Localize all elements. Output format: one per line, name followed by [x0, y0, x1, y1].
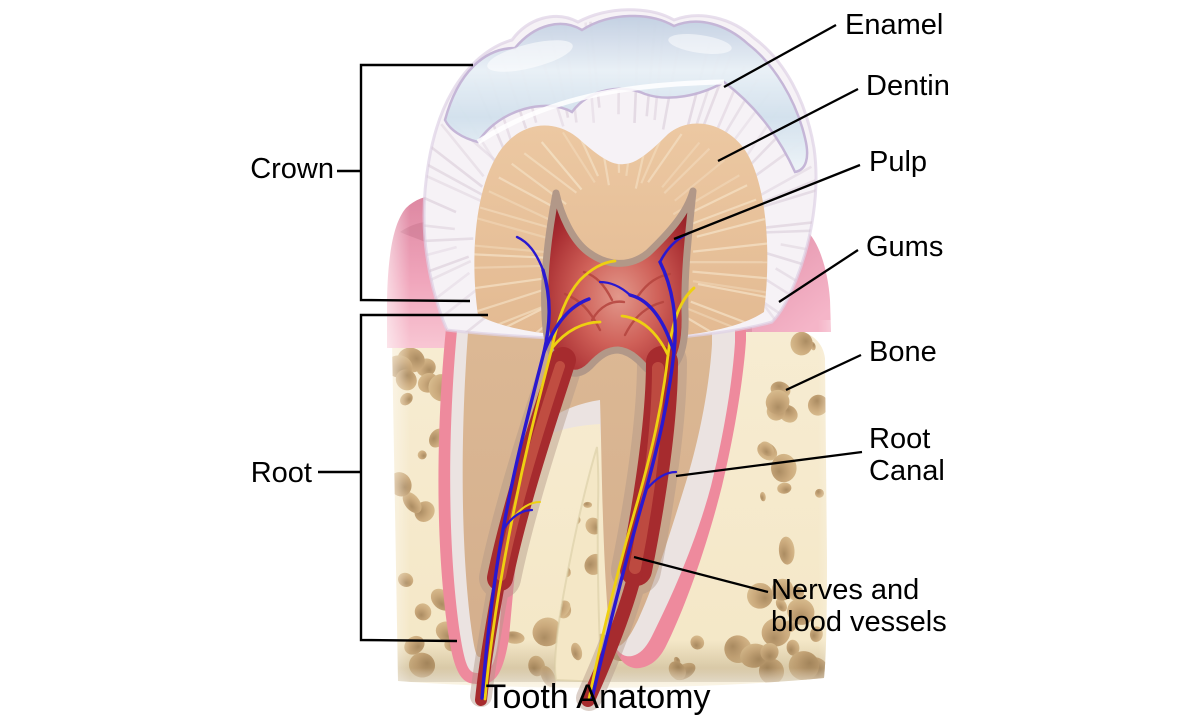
left-fade: [368, 180, 410, 700]
bone-leader-line: [785, 353, 862, 392]
dentin-label: Dentin: [866, 70, 950, 102]
dentin-striations: [474, 123, 768, 339]
root-bracket: [318, 313, 488, 643]
crown-label: Crown: [250, 153, 334, 185]
bottom-fade: [360, 668, 860, 708]
crown-bracket: [337, 63, 473, 303]
right-fade: [818, 320, 844, 700]
leader-lines: [633, 23, 863, 594]
pulp-leader-line: [673, 163, 861, 241]
diagram-title: Tooth Anatomy: [485, 678, 711, 716]
enamel-label: Enamel: [845, 9, 944, 41]
enamel-cap-shape: [443, 14, 809, 174]
nerves: [480, 231, 691, 700]
pulp-label: Pulp: [869, 146, 928, 178]
enamel-leader-line: [723, 23, 837, 89]
root-label: Root: [250, 457, 312, 489]
bone-label: Bone: [869, 336, 937, 368]
root-canal-leader-line: [675, 450, 863, 478]
dentin-leader-line: [717, 87, 859, 163]
blood-vessels: [483, 259, 696, 701]
gums-leader-line: [778, 249, 859, 303]
gums-label: Gums: [866, 231, 944, 263]
nerves-leader-line: [633, 555, 769, 594]
